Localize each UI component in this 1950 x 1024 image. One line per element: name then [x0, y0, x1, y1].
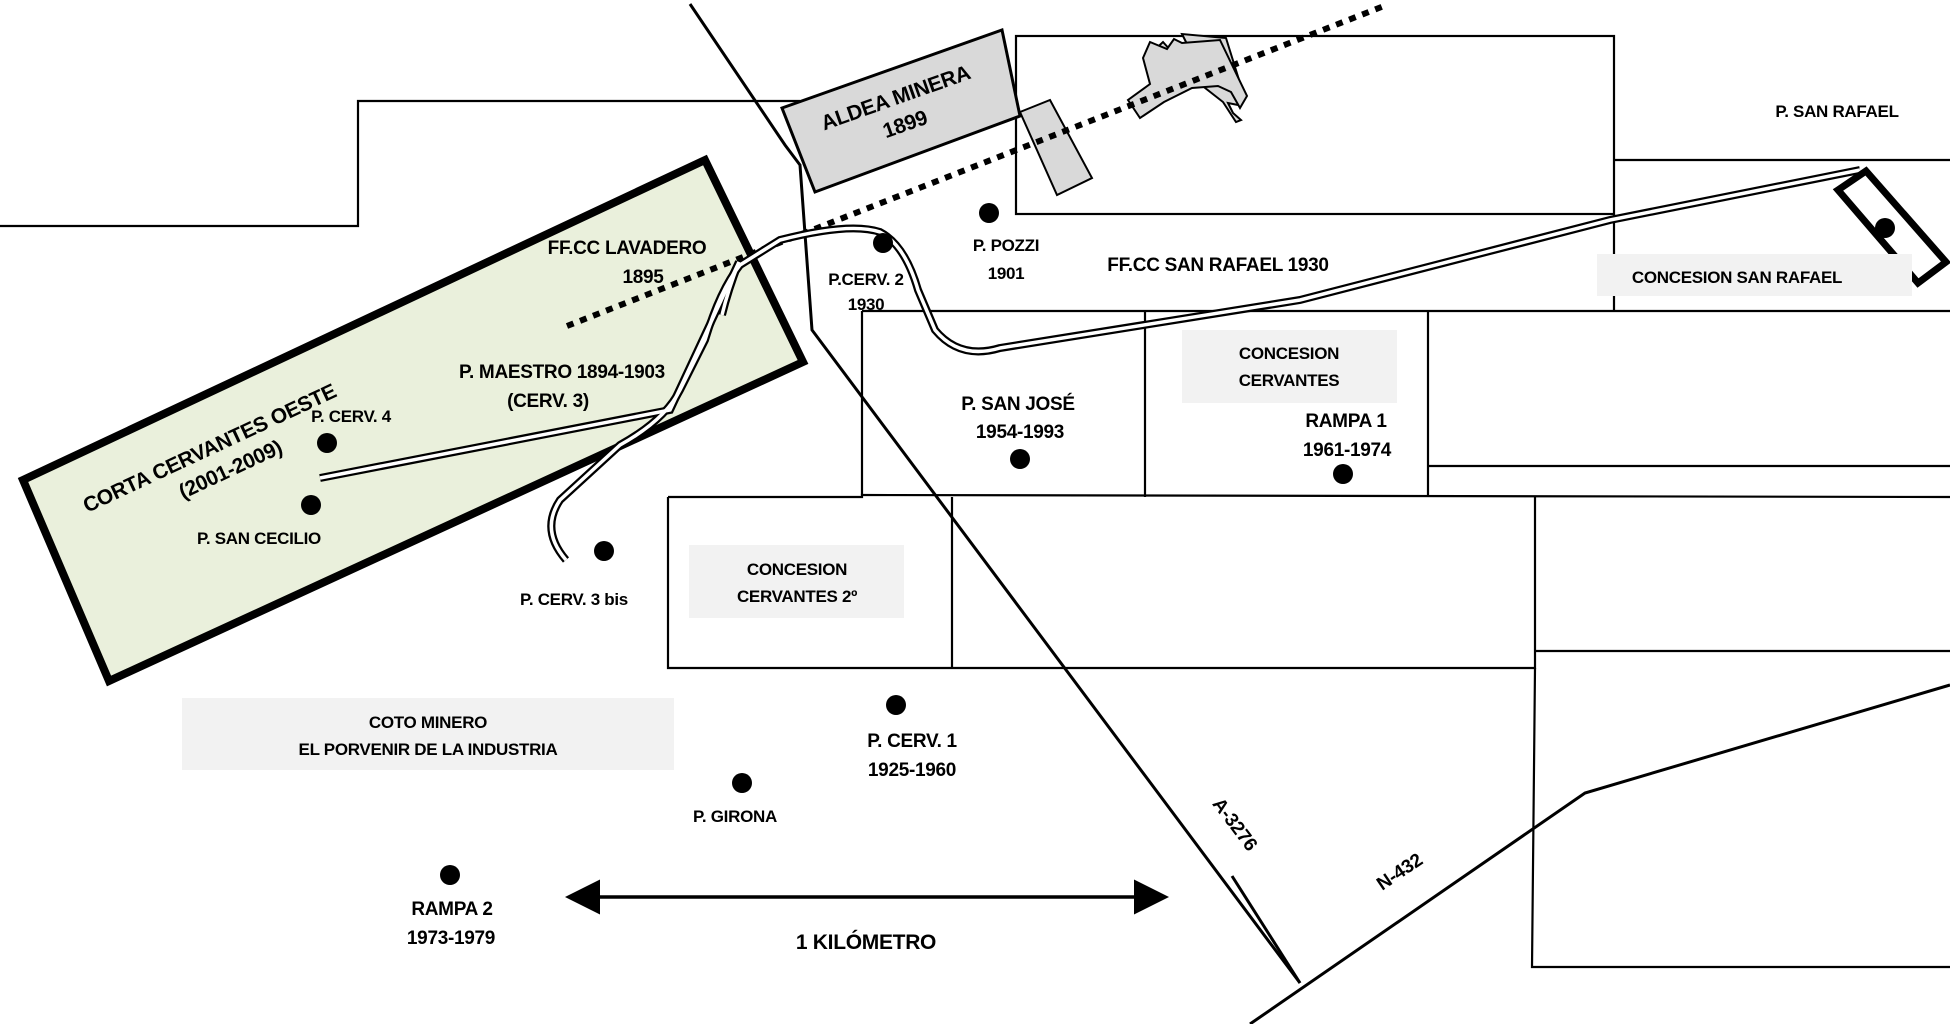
marker-p-san-jose	[1010, 449, 1030, 469]
railway-double-dashed	[319, 166, 1861, 563]
label-p-girona: P. GIRONA	[693, 807, 777, 826]
marker-p-cerv2	[873, 233, 893, 253]
label-p-san-cecilio: P. SAN CECILIO	[197, 529, 321, 548]
shaft-markers	[301, 203, 1895, 885]
label-ffcc-san-rafael: FF.CC SAN RAFAEL 1930	[1107, 255, 1328, 276]
label-p-cerv2-name: P.CERV. 2	[828, 270, 903, 289]
label-road-a3276: A-3276	[1208, 794, 1261, 855]
marker-p-cerv1	[886, 695, 906, 715]
buildings	[1018, 32, 1249, 197]
label-p-san-jose-years: 1954-1993	[976, 422, 1064, 443]
label-coto-minero-2: EL PORVENIR DE LA INDUSTRIA	[299, 740, 558, 759]
label-p-cerv1-years: 1925-1960	[868, 760, 956, 781]
aldea-minera	[780, 28, 1022, 194]
label-p-cerv1-name: P. CERV. 1	[867, 731, 957, 752]
marker-p-girona	[732, 773, 752, 793]
label-boxes	[182, 254, 1912, 770]
label-scale: 1 KILÓMETRO	[796, 930, 936, 954]
label-p-cerv4: P. CERV. 4	[311, 407, 392, 426]
marker-p-san-cecilio	[301, 495, 321, 515]
label-p-pozzi-year: 1901	[988, 264, 1025, 283]
parcel-boundaries	[0, 34, 1950, 969]
label-rampa1-name: RAMPA 1	[1305, 411, 1387, 432]
label-p-pozzi-name: P. POZZI	[973, 236, 1039, 255]
label-concesion-cervantes-1: CONCESION	[1239, 344, 1339, 363]
label-rampa2-name: RAMPA 2	[411, 899, 492, 920]
label-ffcc-lavadero-year: 1895	[622, 267, 664, 288]
label-p-san-rafael: P. SAN RAFAEL	[1775, 102, 1898, 121]
label-p-maestro-alias: (CERV. 3)	[507, 391, 589, 412]
label-p-san-jose-name: P. SAN JOSÉ	[961, 393, 1075, 415]
marker-p-cerv3bis	[594, 541, 614, 561]
road-n432	[1249, 683, 1950, 1024]
railway-ffcc-lavadero	[565, 3, 1386, 329]
marker-p-pozzi	[979, 203, 999, 223]
road-crossing	[1230, 875, 1302, 984]
label-p-cerv2-year: 1930	[848, 295, 885, 314]
marker-rampa2	[440, 865, 460, 885]
marker-p-cerv4	[317, 433, 337, 453]
label-road-n432: N-432	[1373, 850, 1426, 896]
label-coto-minero-1: COTO MINERO	[369, 713, 487, 732]
label-p-maestro-name: P. MAESTRO 1894-1903	[459, 362, 665, 383]
label-concesion-cervantes2-2: CERVANTES 2º	[737, 587, 857, 606]
label-p-cerv3bis: P. CERV. 3 bis	[520, 590, 628, 609]
road-a3276	[688, 3, 1302, 984]
label-rampa1-years: 1961-1974	[1303, 440, 1392, 461]
roads	[688, 3, 1950, 1024]
label-rampa2-years: 1973-1979	[407, 928, 495, 949]
label-concesion-cervantes-2: CERVANTES	[1239, 371, 1340, 390]
corta-cervantes-oeste	[17, 154, 809, 687]
label-concesion-san-rafael: CONCESION SAN RAFAEL	[1632, 268, 1842, 287]
marker-rampa1	[1333, 464, 1353, 484]
label-concesion-cervantes2-1: CONCESION	[747, 560, 847, 579]
label-ffcc-lavadero-name: FF.CC LAVADERO	[548, 238, 707, 259]
marker-p-san-rafael	[1875, 218, 1895, 238]
